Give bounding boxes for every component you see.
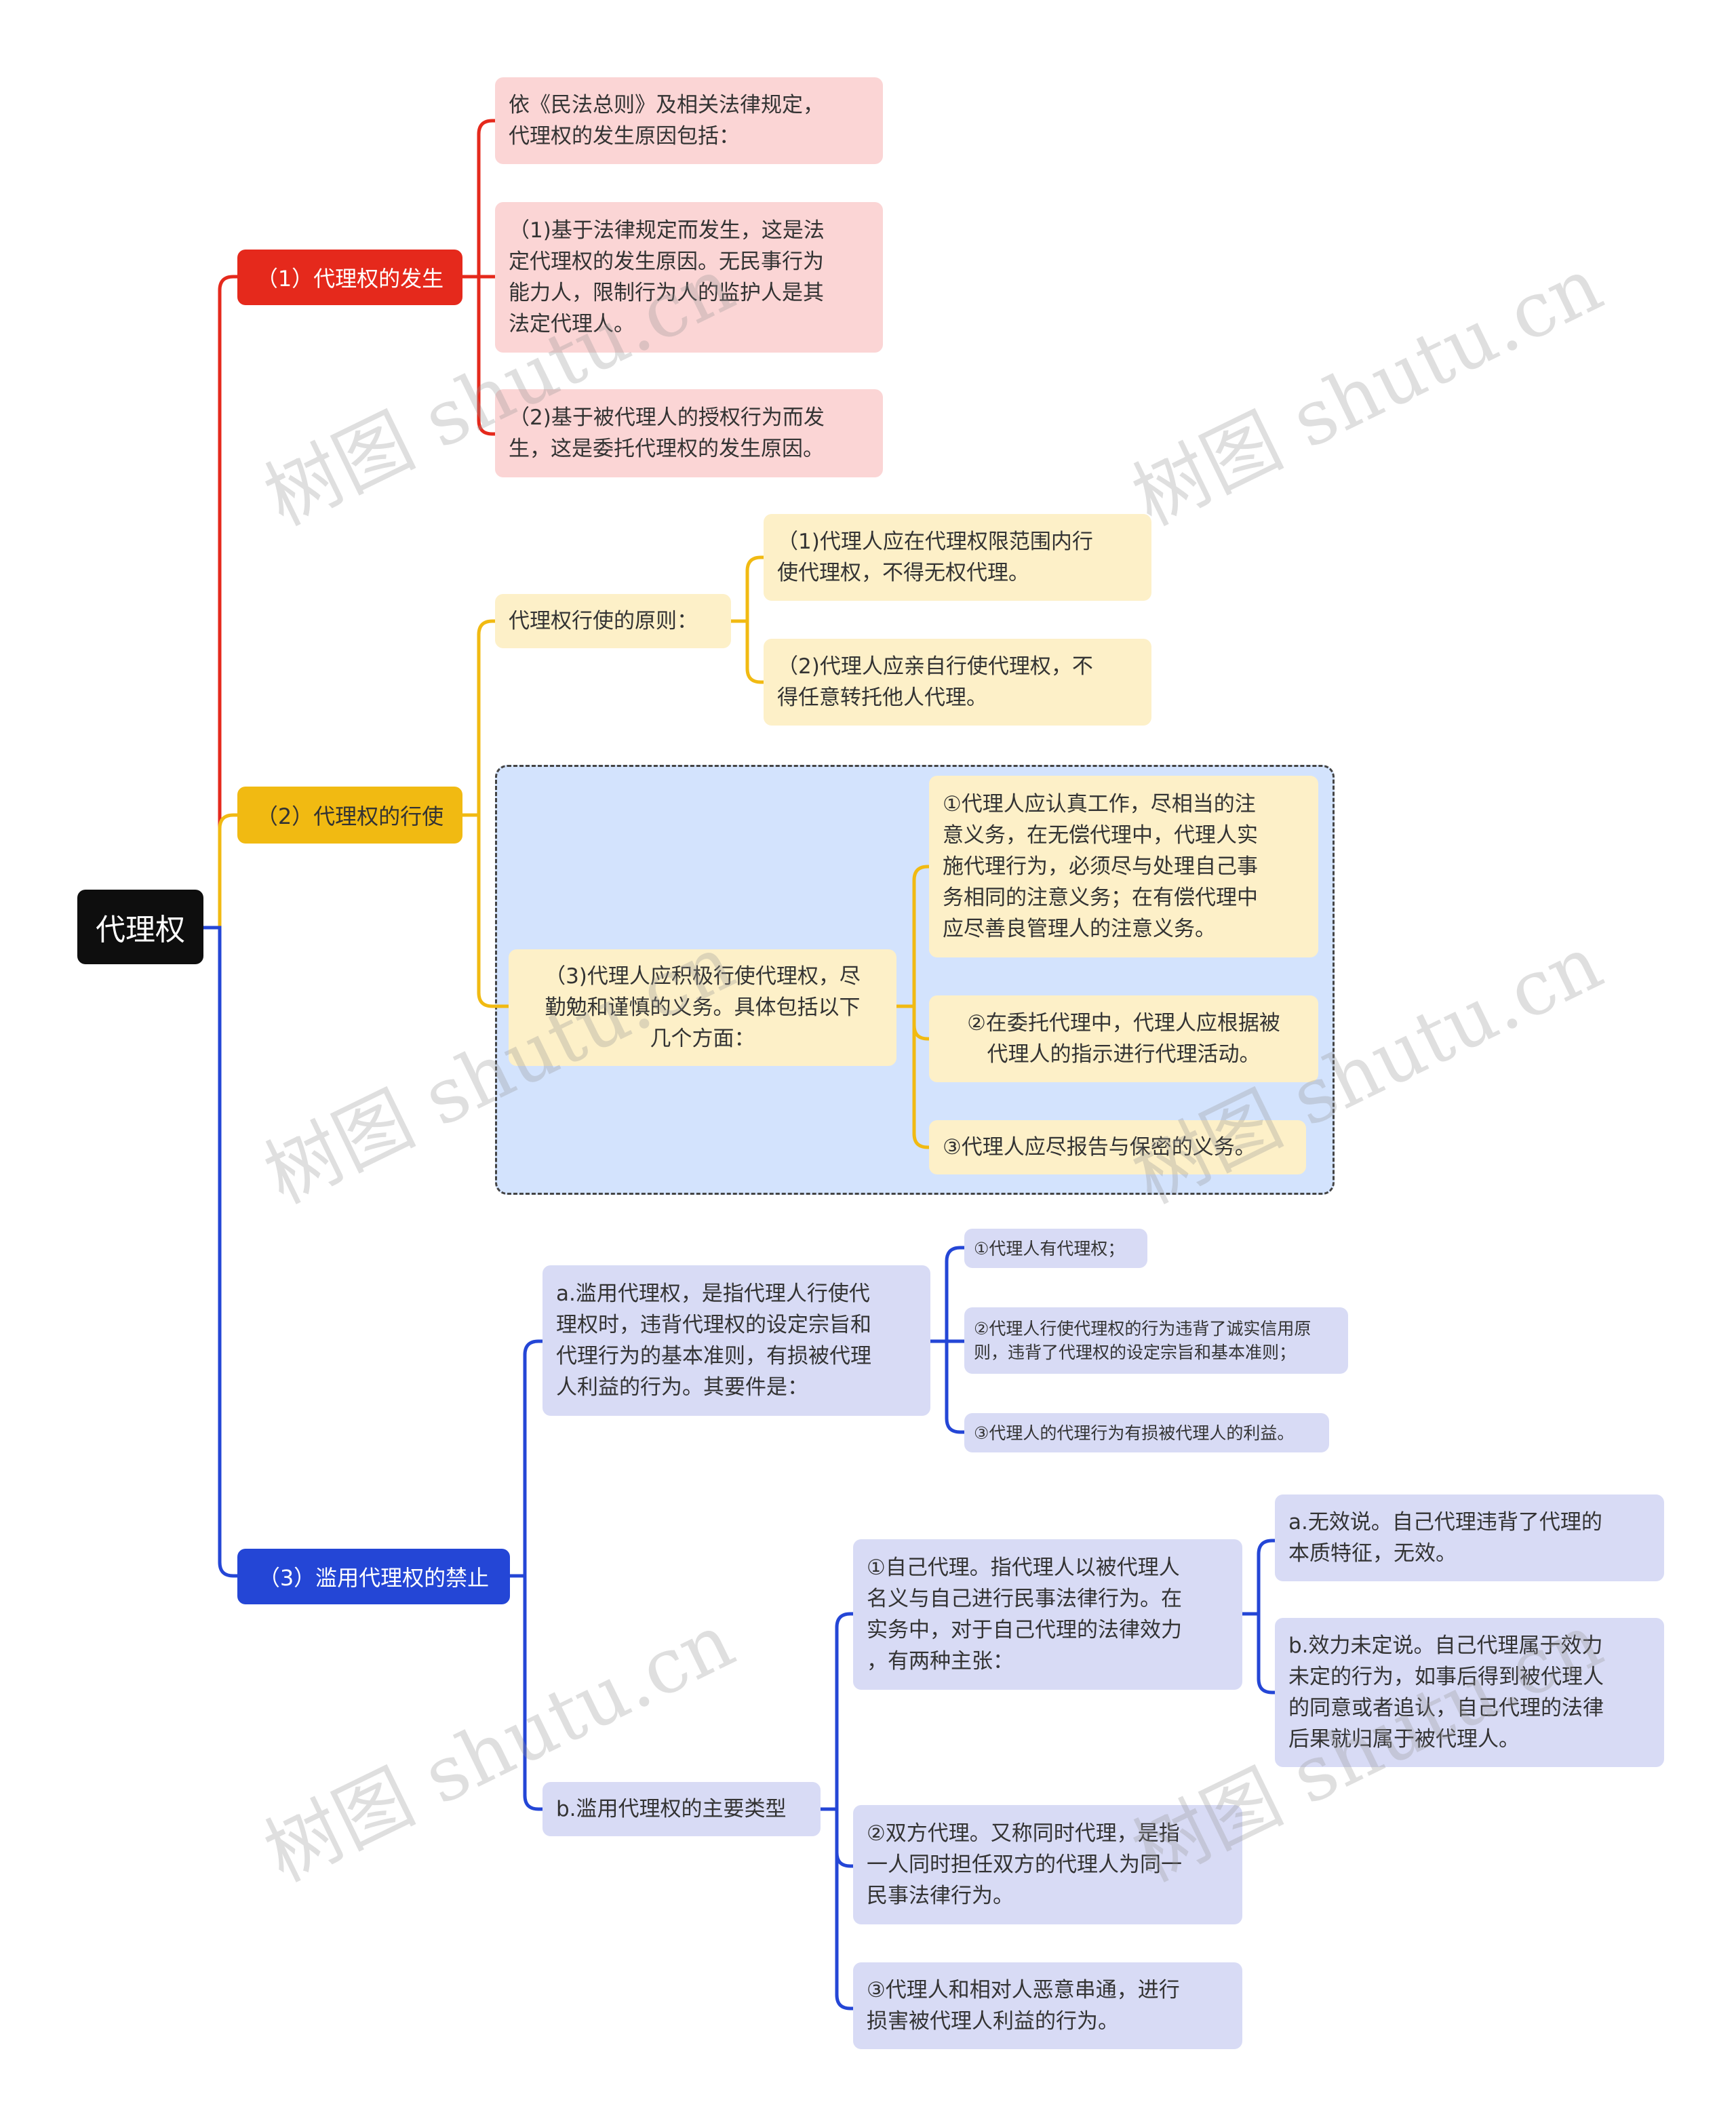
dual-agency[interactable]: ②双方代理。又称同时代理，是指 一人同时担任双方的代理人为同一 民事法律行为。 [853, 1805, 1242, 1924]
occurrence-entrusted[interactable]: （2)基于被代理人的授权行为而发 生，这是委托代理权的发生原因。 [495, 389, 883, 477]
principle-node[interactable]: 代理权行使的原则： [495, 594, 731, 648]
duty-2[interactable]: ②在委托代理中，代理人应根据被 代理人的指示进行代理活动。 [929, 995, 1318, 1082]
occurrence-intro[interactable]: 依《民法总则》及相关法律规定， 代理权的发生原因包括： [495, 77, 883, 164]
requirement-1[interactable]: ①代理人有代理权； [964, 1229, 1147, 1268]
occurrence-statutory[interactable]: （1)基于法律规定而发生，这是法 定代理权的发生原因。无民事行为 能力人，限制行… [495, 202, 883, 353]
branch-abuse-prohibition[interactable]: （3）滥用代理权的禁止 [237, 1549, 510, 1604]
branch-abuse-label: （3）滥用代理权的禁止 [258, 1565, 490, 1591]
branch-occurrence-label: （1）代理权的发生 [256, 266, 444, 292]
duty-1[interactable]: ①代理人应认真工作，尽相当的注 意义务，在无偿代理中，代理人实 施代理行为，必须… [929, 776, 1318, 957]
branch-exercise-label: （2）代理权的行使 [256, 804, 444, 829]
self-agency-invalid[interactable]: a.无效说。自己代理违背了代理的 本质特征，无效。 [1275, 1494, 1664, 1581]
malicious-collusion[interactable]: ③代理人和相对人恶意串通，进行 损害被代理人利益的行为。 [853, 1962, 1242, 2049]
principle-2[interactable]: （2)代理人应亲自行使代理权，不 得任意转托他人代理。 [764, 639, 1151, 726]
abuse-definition[interactable]: a.滥用代理权，是指代理人行使代 理权时，违背代理权的设定宗旨和 代理行为的基本… [542, 1265, 930, 1416]
principle-1[interactable]: （1)代理人应在代理权限范围内行 使代理权，不得无权代理。 [764, 514, 1151, 601]
self-agency-pending[interactable]: b.效力未定说。自己代理属于效力 未定的行为，如事后得到被代理人 的同意或者追认… [1275, 1618, 1664, 1767]
root-label: 代理权 [96, 913, 185, 947]
abuse-types-node[interactable]: b.滥用代理权的主要类型 [542, 1782, 821, 1836]
self-agency[interactable]: ①自己代理。指代理人以被代理人 名义与自己进行民事法律行为。在 实务中，对于自己… [853, 1539, 1242, 1690]
branch-exercise[interactable]: （2）代理权的行使 [237, 787, 462, 844]
requirement-3[interactable]: ③代理人的代理行为有损被代理人的利益。 [964, 1413, 1329, 1452]
duty-3[interactable]: ③代理人应尽报告与保密的义务。 [929, 1120, 1306, 1174]
branch-occurrence[interactable]: （1）代理权的发生 [237, 250, 462, 305]
requirement-2[interactable]: ②代理人行使代理权的行为违背了诚实信用原 则，违背了代理权的设定宗旨和基本准则； [964, 1307, 1348, 1374]
root-node[interactable]: 代理权 [77, 890, 203, 964]
duty-node[interactable]: （3)代理人应积极行使代理权，尽 勤勉和谨慎的义务。具体包括以下 几个方面： [509, 949, 896, 1066]
